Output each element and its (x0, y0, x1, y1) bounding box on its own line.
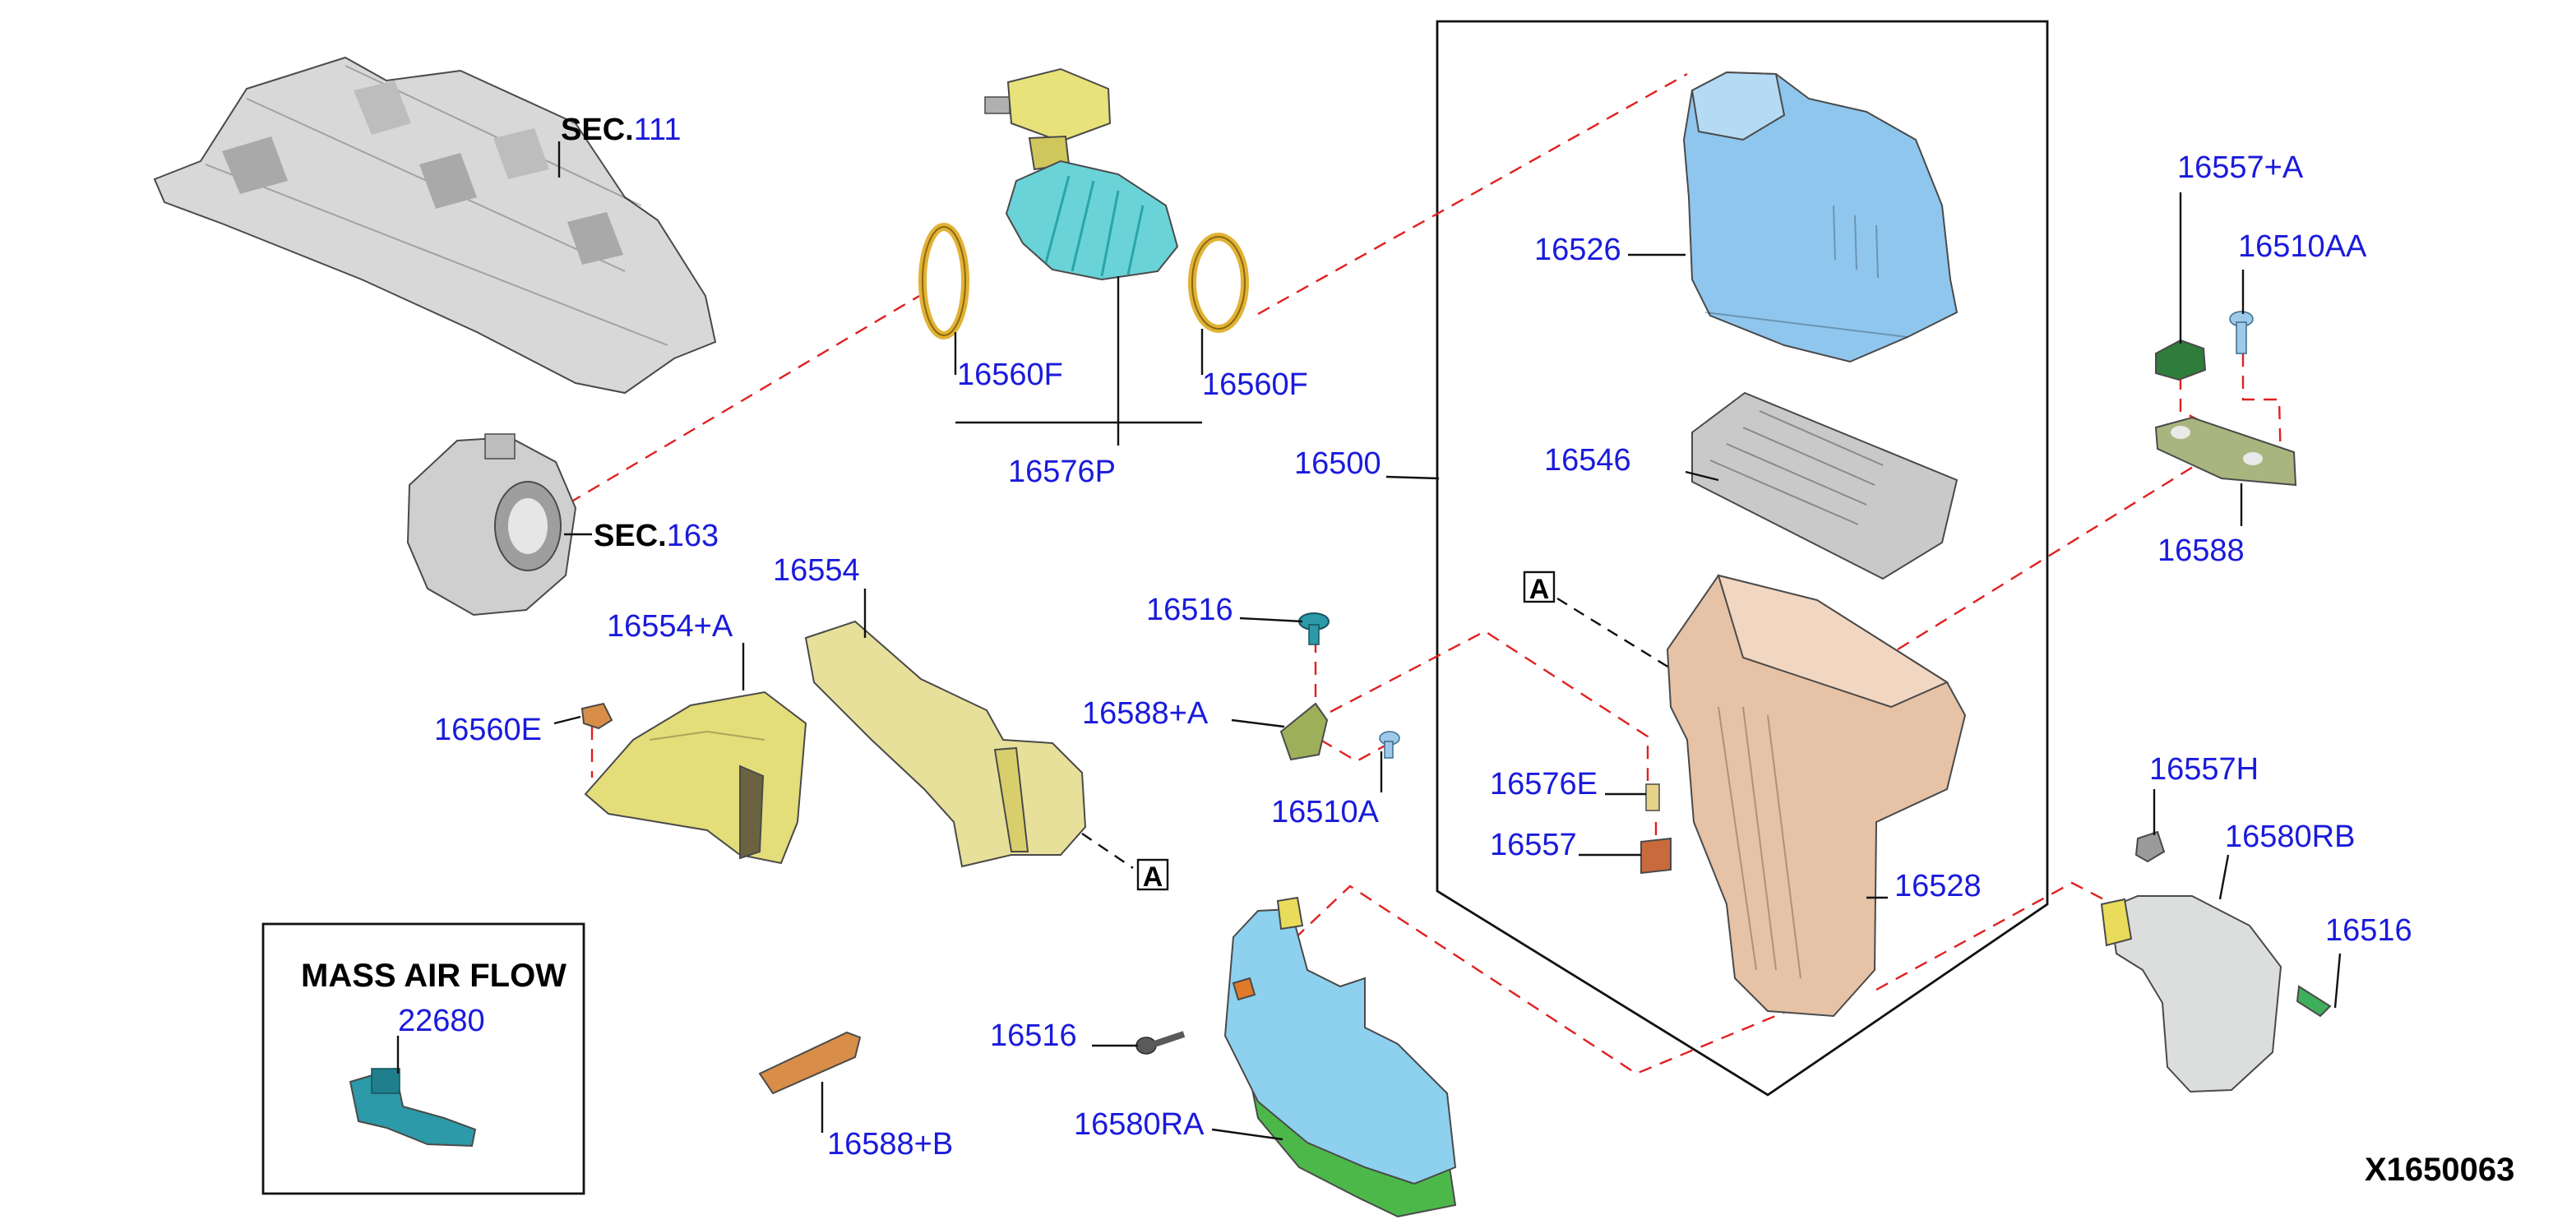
phantom-line-clamp-to-cover (1257, 72, 1688, 316)
part-label-16526: 16526 (1534, 233, 1621, 267)
bracket-16588 (2154, 416, 2297, 487)
phantom-lines (568, 72, 2282, 1075)
callout-a-leader-duct (1081, 833, 1134, 869)
sec163-label: SEC.163 (594, 519, 719, 553)
air-cleaner-assembly-frame (1436, 20, 2049, 1097)
grommet-16557A (2155, 339, 2207, 381)
grommet-16557H (2134, 830, 2166, 863)
filter-element-16546 (1691, 391, 1959, 580)
labels: SEC.111 SEC.163 16560F 16560F 16576P 165… (301, 113, 2514, 1188)
phantom-line-case-to-16588 (1897, 459, 2204, 651)
leader-lines (396, 141, 2342, 1141)
clip-16576E (1645, 783, 1660, 811)
air-cleaner-cover-16526 (1682, 71, 1959, 363)
throttle-body-sec163 (406, 433, 577, 617)
bracket-16588B (758, 1031, 862, 1095)
mass-air-flow-inset-frame (261, 922, 585, 1195)
hose-clamp-16560F-left (918, 223, 969, 339)
bolt-16510A (1379, 731, 1400, 759)
air-cleaner-case-16528 (1666, 574, 1967, 1018)
part-label-16516-top: 16516 (1146, 593, 1233, 627)
part-label-16588A: 16588+A (1082, 696, 1209, 731)
resonator-16580RB (2100, 895, 2282, 1093)
phantom-line-16510AA (2241, 353, 2282, 468)
hose-clamp-16560F-right (1188, 233, 1249, 333)
svg-text:A: A (1529, 574, 1550, 605)
bracket-16588A (1279, 702, 1329, 761)
part-label-16557A: 16557+A (2177, 150, 2304, 185)
bolt-16510AA (2229, 311, 2254, 354)
callout-a-lower: A (1136, 858, 1169, 893)
phantom-line-sec163-to-clamp (568, 294, 920, 505)
bolt-16516-right (2296, 985, 2332, 1018)
part-label-16554: 16554 (773, 553, 860, 588)
air-duct-16554 (804, 620, 1087, 868)
part-label-16554A: 16554+A (607, 609, 733, 644)
engine-cover-sec111 (153, 56, 717, 395)
part-label-16557H: 16557H (2149, 752, 2259, 787)
part-label-16588B: 16588+B (827, 1127, 953, 1162)
part-label-16510A: 16510A (1271, 795, 1380, 829)
part-label-16510AA: 16510AA (2238, 229, 2367, 264)
part-label-16516-bottom: 16516 (990, 1018, 1077, 1053)
phantom-line-case-to-16580RB (1875, 881, 2111, 991)
inset-title: MASS AIR FLOW (301, 958, 567, 994)
callout-a-upper: A (1523, 570, 1556, 605)
part-label-16500: 16500 (1294, 446, 1381, 481)
sec111-label: SEC.111 (561, 113, 681, 147)
bolt-16516-bottom (1135, 1031, 1186, 1055)
part-label-16580RA: 16580RA (1074, 1107, 1205, 1142)
phantom-line-bracket-to-bolt (1320, 738, 1390, 763)
part-label-16560F-right: 16560F (1202, 367, 1308, 402)
resonator-16580RA (1223, 896, 1457, 1218)
part-label-16560E: 16560E (434, 713, 542, 747)
phantom-line-resonator-to-case (1229, 885, 1856, 1075)
diagram-id: X1650063 (2365, 1152, 2514, 1188)
bolt-16516-top (1298, 612, 1330, 645)
intake-hose-16576P (984, 67, 1179, 281)
callout-a-leader-case (1556, 597, 1670, 669)
clip-16560E (580, 702, 613, 730)
phantom-line-bracket-to-case (1330, 630, 1649, 781)
part-label-16516-right: 16516 (2325, 913, 2412, 948)
air-duct-16554A (584, 691, 807, 865)
part-label-16546: 16546 (1544, 443, 1631, 478)
svg-text:A: A (1143, 861, 1163, 893)
part-label-16588: 16588 (2157, 533, 2245, 568)
part-label-16580RB: 16580RB (2225, 820, 2355, 854)
mass-air-flow-sensor-22680 (349, 1067, 477, 1148)
part-label-16528: 16528 (1894, 869, 1982, 903)
part-label-16576P: 16576P (1008, 455, 1116, 489)
part-label-16557: 16557 (1490, 828, 1577, 862)
part-label-16560F-left: 16560F (957, 358, 1063, 392)
phantom-line-16557A (2179, 376, 2221, 432)
part-label-22680: 22680 (398, 1004, 485, 1038)
part-label-16576E: 16576E (1490, 767, 1598, 801)
grommet-16557 (1640, 837, 1672, 875)
